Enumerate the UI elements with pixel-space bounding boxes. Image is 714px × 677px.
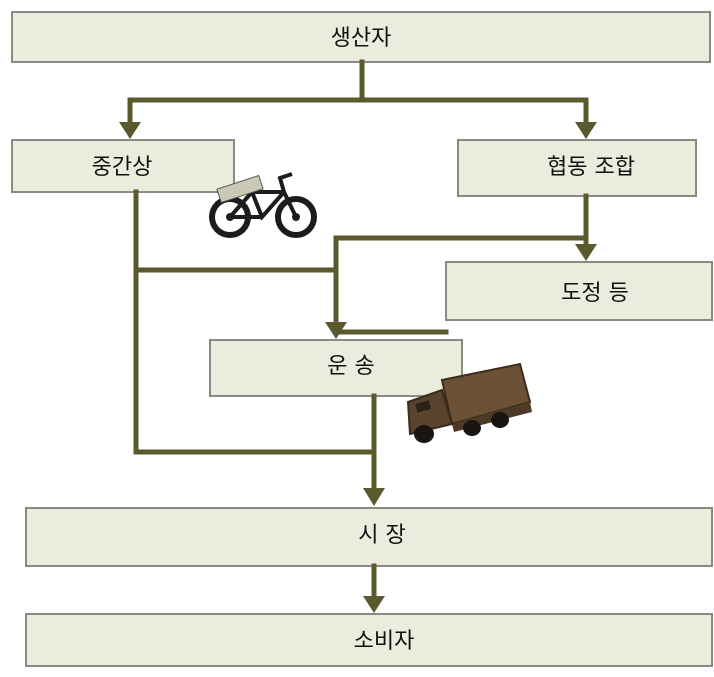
node-consumer: 소비자: [25, 613, 713, 667]
node-producer-label: 생산자: [331, 26, 392, 51]
node-middleman: 중간상: [11, 139, 235, 193]
arrow-to-middleman: [119, 122, 141, 139]
arrow-to-market: [363, 488, 385, 506]
arrow-to-cooperative: [575, 122, 597, 139]
node-middleman-label: 중간상: [92, 155, 153, 180]
node-producer: 생산자: [11, 11, 711, 63]
connectors: [119, 59, 597, 613]
node-cooperative-label: 협동 조합: [547, 155, 635, 180]
truck-icon: [406, 362, 532, 443]
node-cooperative: 협동 조합: [457, 139, 697, 197]
bicycle-icon: [209, 172, 317, 238]
node-transport-label: 운 송: [327, 354, 374, 379]
node-wholesale: 도정 등: [445, 261, 713, 321]
node-market-label: 시 장: [358, 523, 405, 548]
node-consumer-label: 소비자: [354, 629, 415, 654]
node-transport: 운 송: [209, 339, 463, 397]
node-market: 시 장: [25, 507, 713, 567]
arrow-to-wholesale: [575, 244, 597, 261]
arrow-to-consumer: [363, 596, 385, 613]
node-wholesale-label: 도정 등: [561, 281, 629, 306]
